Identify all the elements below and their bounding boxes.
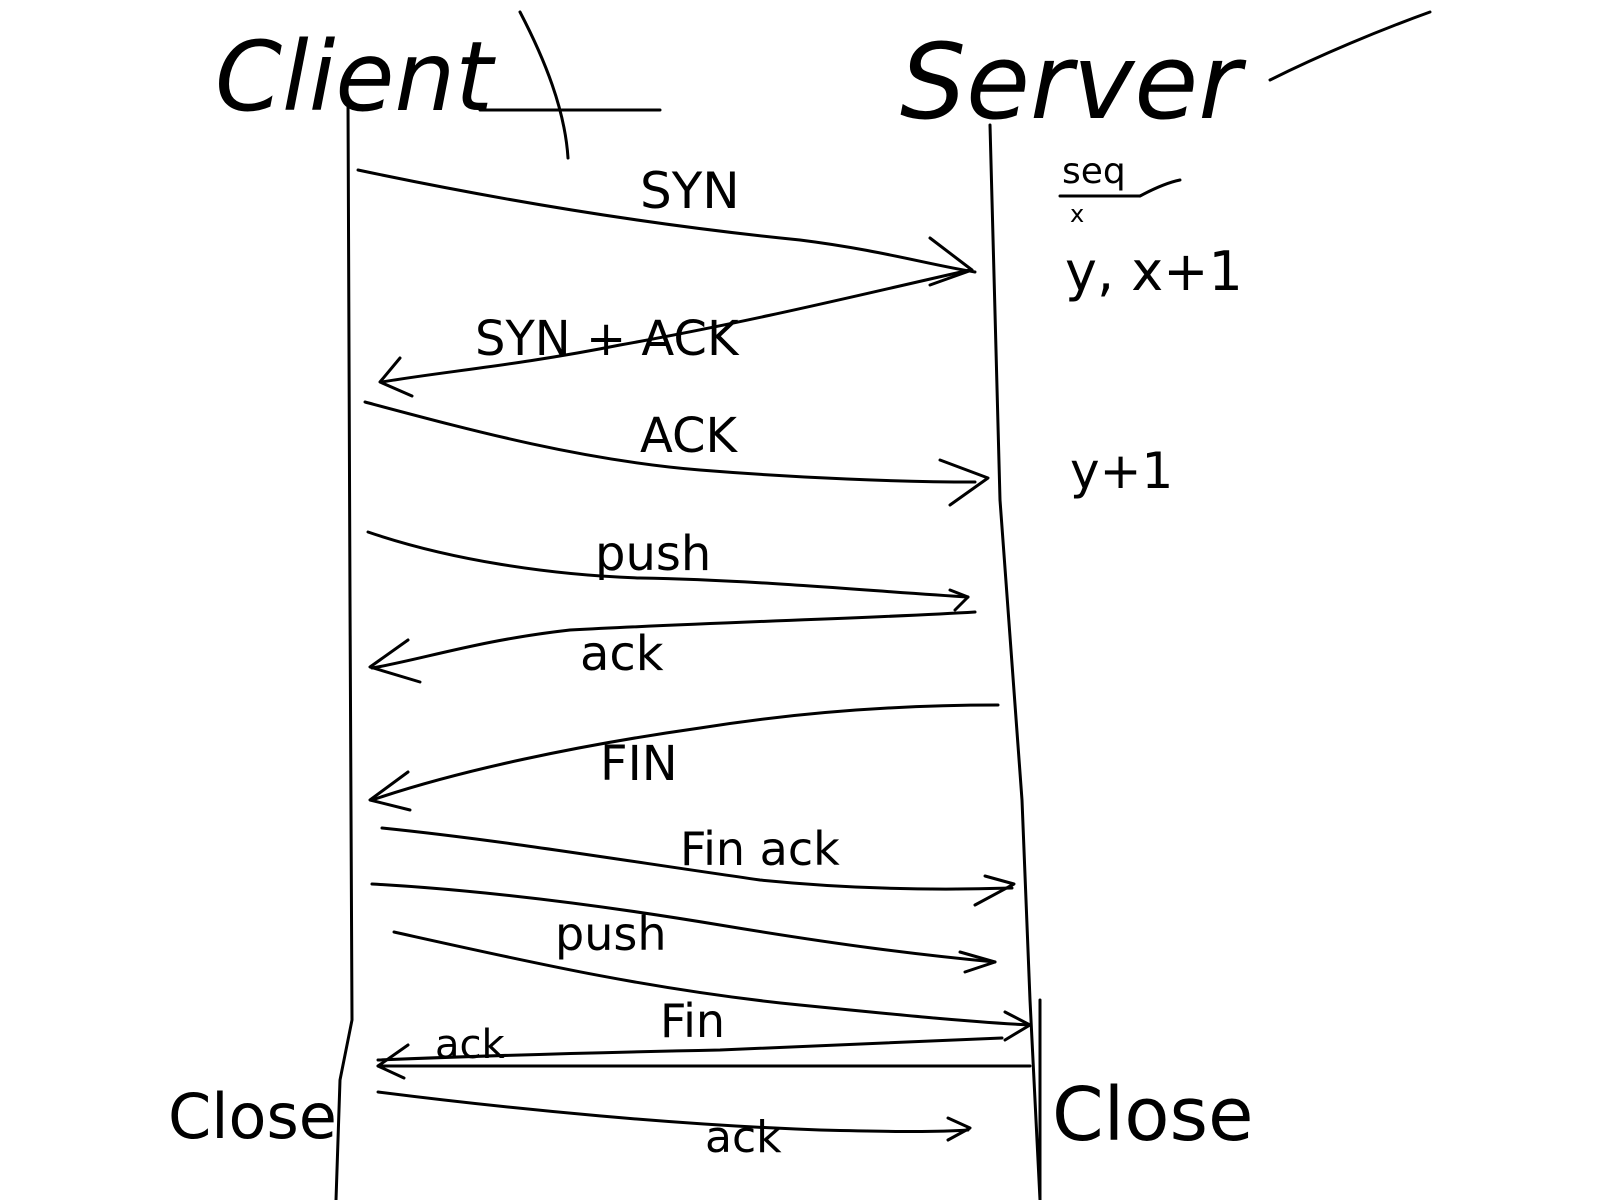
message-syn-ack-arrowhead: [378, 356, 414, 398]
message-syn: SYN: [356, 162, 977, 287]
seq-x: x: [1070, 200, 1084, 228]
server-close-label: Close: [1052, 1072, 1254, 1158]
message-ack-reply-label: ack: [580, 626, 664, 682]
message-ack-3-arrowhead: [946, 1116, 972, 1142]
message-fin-ack-arrow: [380, 826, 1014, 891]
message-push-2: push: [392, 907, 1032, 1042]
message-syn-arrowhead: [928, 236, 974, 287]
message-syn-label: SYN: [640, 162, 740, 220]
client-title: Client: [215, 21, 496, 133]
client-lifeline: [334, 98, 354, 1200]
message-ack-reply-arrow: [370, 610, 977, 670]
message-syn-arrow: [356, 168, 977, 274]
client-close-label: Close: [168, 1080, 337, 1153]
message-fin-ack-label: Fin ack: [680, 822, 840, 876]
message-fin-ack: Fin ack: [380, 822, 1016, 907]
message-syn-ack-label: SYN + ACK: [475, 311, 740, 367]
message-ack-3-arrow: [376, 1090, 970, 1133]
message-fin-arrow: [370, 703, 1000, 802]
message-push-2-label: push: [555, 907, 666, 961]
seq-y1: y+1: [1070, 442, 1173, 500]
message-unlabeled-arrow: [370, 882, 997, 964]
message-fin-2-label: Fin: [660, 994, 725, 1048]
server-lifeline: [988, 123, 1042, 1200]
message-push-label: push: [595, 526, 711, 582]
message-ack: ACK: [363, 400, 990, 507]
message-ack-reply: ack: [368, 610, 977, 684]
message-ack-2-label: ack: [435, 1022, 506, 1068]
client-title-strike: [518, 10, 570, 160]
message-ack-2-arrowhead: [376, 1043, 410, 1080]
message-ack-arrowhead: [938, 458, 990, 507]
message-syn-ack: SYN + ACK: [378, 268, 972, 398]
server-title: Server: [900, 21, 1247, 143]
message-fin: FIN: [368, 703, 1000, 812]
message-push-2-arrow: [392, 930, 1032, 1027]
message-ack-label: ACK: [640, 408, 739, 464]
server-title-flourish: [1268, 10, 1432, 82]
message-syn-ack-arrow: [380, 268, 972, 384]
message-ack-3-label: ack: [705, 1112, 782, 1163]
message-unlabeled: [370, 882, 997, 974]
message-push: push: [366, 526, 970, 612]
message-fin-ack-arrowhead: [973, 874, 1016, 907]
message-unlabeled-arrowhead: [958, 950, 997, 974]
message-push-2-arrowhead: [1003, 1010, 1032, 1042]
message-fin-label: FIN: [600, 736, 678, 792]
seq-underline: [1058, 178, 1182, 198]
message-fin-2-arrow: [376, 1036, 1004, 1062]
message-push-arrowhead: [948, 588, 970, 612]
seq-y-x1: y, x+1: [1065, 240, 1243, 303]
message-fin-arrowhead: [368, 770, 412, 812]
seq-header: seq: [1062, 151, 1126, 192]
message-push-arrow: [366, 530, 970, 599]
message-ack-2: ack: [376, 1022, 1032, 1080]
message-ack-reply-arrowhead: [368, 638, 422, 684]
message-fin-2: Fin: [376, 994, 1004, 1062]
message-ack-3: ack: [376, 1090, 972, 1163]
message-ack-arrow: [363, 400, 977, 484]
